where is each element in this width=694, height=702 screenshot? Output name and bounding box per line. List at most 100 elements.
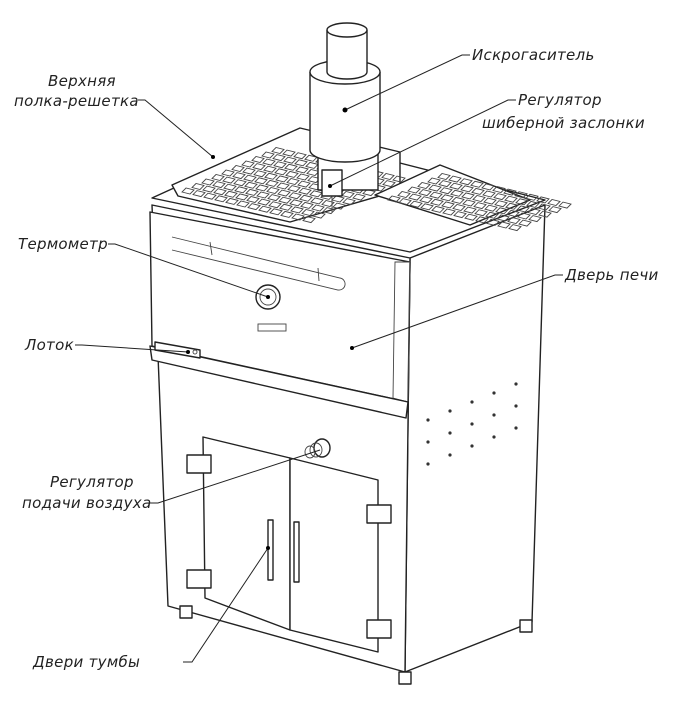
grille-cell	[419, 196, 433, 204]
grille-cell	[244, 181, 258, 189]
grille-cell	[462, 199, 476, 207]
grille-cell	[213, 188, 227, 196]
grille-cell	[342, 198, 356, 206]
grille-cell	[224, 190, 238, 198]
grille-cell	[262, 158, 276, 166]
grille-cell	[295, 166, 309, 174]
grille-cell	[271, 147, 285, 154]
grille-cell	[236, 200, 250, 208]
label-thermometer: Термометр	[18, 235, 108, 253]
grille-cell	[247, 203, 261, 211]
grille-cell	[538, 210, 552, 218]
grille-cell	[503, 188, 517, 196]
grille-cell	[181, 187, 195, 195]
vent-hole	[448, 409, 452, 413]
label-air-line2: подачи воздуха	[22, 494, 151, 512]
grille-cell	[299, 194, 313, 202]
vent-hole	[426, 462, 430, 466]
grille-cell	[528, 215, 542, 223]
grille-cell	[302, 216, 316, 224]
grille-cell	[285, 170, 299, 178]
grille-cell	[495, 207, 509, 215]
vent-hole	[448, 431, 452, 435]
grille-cell	[452, 204, 466, 211]
grille-cell	[268, 201, 282, 209]
grille-cell	[297, 180, 311, 188]
grille-cell	[398, 198, 412, 206]
grille-cell	[233, 179, 247, 187]
grille-cell	[420, 203, 434, 211]
grille-cell	[202, 185, 216, 193]
grille-cell	[472, 195, 486, 202]
grille-cell	[381, 173, 395, 180]
grille-cell	[258, 205, 272, 213]
grille-cell	[449, 182, 463, 190]
grille-cell	[255, 184, 269, 192]
grille-cell	[517, 212, 531, 220]
grille-cell	[460, 185, 474, 193]
grille-cell	[276, 182, 290, 190]
grille-cell	[417, 182, 431, 189]
side-vent-holes	[426, 382, 518, 466]
oven-door	[149, 211, 411, 419]
vent-hole	[448, 453, 452, 457]
grille-cell	[437, 173, 451, 180]
grille-cell	[440, 194, 454, 202]
grille-cell	[257, 198, 271, 206]
grille-cell	[273, 161, 287, 169]
grille-cell	[516, 205, 530, 213]
vent-hole	[492, 435, 496, 439]
grille-cell	[407, 186, 421, 194]
label-cabinet-doors: Двери тумбы	[32, 653, 140, 671]
grille-cell	[470, 180, 484, 188]
label-spark-arrester: Искрогаситель	[472, 46, 595, 64]
grille-cell	[341, 191, 355, 198]
grille-cell	[431, 205, 445, 213]
spark-arrester	[309, 22, 381, 191]
grille-cell	[293, 152, 307, 160]
grille-cell	[392, 175, 406, 183]
label-air-line1: Регулятор	[50, 473, 134, 491]
feet	[179, 605, 533, 685]
vent-hole	[514, 382, 518, 386]
grille-cell	[310, 197, 324, 205]
grille-cell	[527, 208, 541, 215]
grille-cell	[331, 195, 345, 203]
grille-cell	[558, 201, 572, 209]
grille-cell	[246, 196, 260, 203]
grille-cell	[287, 185, 301, 193]
grille-cell	[251, 156, 265, 163]
grille-cell	[279, 203, 293, 211]
grille-cell	[272, 154, 286, 162]
grille-cell	[263, 165, 277, 173]
grille-cell	[300, 201, 314, 209]
grille-cell	[267, 194, 281, 202]
grille-cell	[409, 200, 423, 208]
grille-cell	[494, 200, 508, 208]
vent-hole	[492, 391, 496, 395]
grille-cell	[280, 210, 294, 218]
grille-cell	[473, 202, 487, 210]
grille-cell	[221, 169, 235, 177]
label-damper-line1: Регулятор	[518, 91, 602, 109]
grille-cell	[471, 187, 485, 195]
grille-cell	[289, 199, 303, 207]
grille-cell	[231, 165, 245, 172]
grille-cell	[418, 189, 432, 197]
grille-cell	[282, 149, 296, 157]
grille-cell	[428, 184, 442, 192]
grille-cell	[536, 196, 550, 204]
label-tray: Лоток	[24, 336, 74, 354]
grille-cell	[201, 178, 215, 186]
grille-cell	[442, 208, 456, 216]
grille-cell	[482, 190, 496, 198]
grille-cell	[548, 206, 562, 214]
grille-cell	[497, 221, 511, 229]
label-oven-door: Дверь печи	[564, 266, 659, 284]
grille-cell	[486, 218, 500, 226]
grille-cell	[451, 196, 465, 204]
grille-cell	[214, 195, 228, 203]
grille-cell	[485, 211, 499, 219]
grille-cell	[450, 189, 464, 197]
